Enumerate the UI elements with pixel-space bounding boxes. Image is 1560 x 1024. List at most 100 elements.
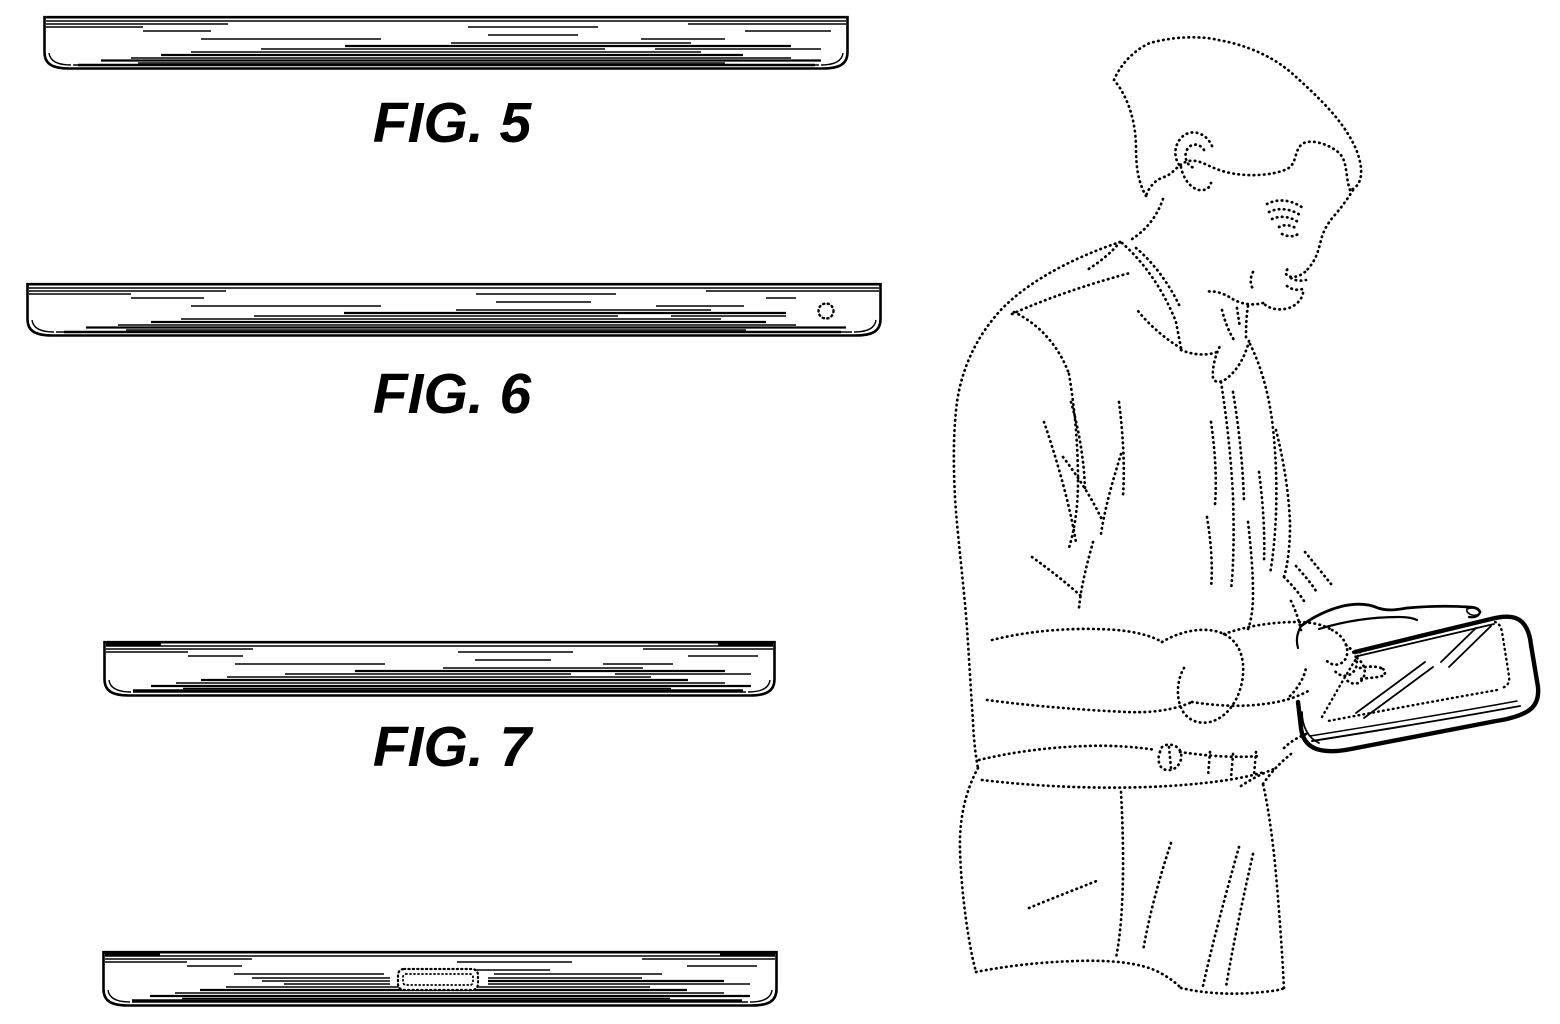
collar-flap-edge xyxy=(1136,309,1183,350)
leg-right-edge xyxy=(1261,782,1286,990)
screen-reflection-1 xyxy=(1448,625,1492,668)
fig8-device-drawing xyxy=(102,950,778,1007)
fig5-label: FIG. 5 xyxy=(372,91,532,155)
screen-right-edge xyxy=(1493,620,1511,690)
belt-loop-2 xyxy=(1229,752,1235,780)
near-finger-1 xyxy=(1324,628,1349,666)
dock-connector-icon xyxy=(396,967,480,992)
fingernail xyxy=(1465,607,1481,617)
near-hand-back xyxy=(1222,620,1334,636)
tablet-bottom-edge-line-2 xyxy=(1309,700,1518,737)
sleeve-inner xyxy=(1067,372,1080,550)
corner-fold xyxy=(1282,731,1311,750)
belt-buckle xyxy=(1157,743,1183,772)
back-outline xyxy=(952,240,1122,770)
tablet-bottom-edge-line xyxy=(1311,705,1521,742)
eyebrow xyxy=(1265,199,1305,210)
hand-wrist xyxy=(1295,624,1303,650)
forearm-top xyxy=(990,627,1164,644)
far-cuff-fold-1 xyxy=(1282,575,1306,603)
shirt-hem xyxy=(977,744,1158,762)
near-finger-3 xyxy=(1343,656,1367,685)
hip-outline xyxy=(958,766,980,974)
screen-reflection-2 xyxy=(1440,627,1477,663)
fold-v2 xyxy=(1099,452,1123,536)
front-edge xyxy=(1248,342,1278,576)
far-sleeve-front xyxy=(1245,520,1255,634)
collar-right-flap xyxy=(1211,339,1251,384)
headphone-jack-icon xyxy=(817,302,835,320)
shoulder-seam xyxy=(1085,240,1122,272)
corner-detail xyxy=(749,989,773,1003)
placket xyxy=(1219,380,1235,592)
collar-flap-outer xyxy=(1120,241,1183,350)
eyebrow-lower xyxy=(1267,207,1302,217)
armhole-seam xyxy=(1012,310,1071,376)
belt-bottom xyxy=(980,770,1266,789)
leg-fold-2 xyxy=(1224,852,1255,989)
screen-reflection-4 xyxy=(1363,666,1434,719)
back-yoke-seam xyxy=(1010,271,1132,316)
chest-fold-2 xyxy=(1205,515,1214,590)
corner-detail xyxy=(820,52,844,66)
tablet-outline xyxy=(1295,614,1541,754)
ear-outline xyxy=(1174,131,1214,169)
fold-3 xyxy=(1117,400,1126,498)
fig6-label: FIG. 6 xyxy=(372,362,532,426)
elbow-fold-2 xyxy=(1077,540,1095,610)
face-profile xyxy=(1303,188,1355,274)
lower-lip xyxy=(1285,284,1307,292)
corner-detail xyxy=(31,319,55,333)
corner-detail xyxy=(108,679,132,693)
belt-top xyxy=(1178,750,1261,759)
device-outline xyxy=(102,950,778,1007)
thumb xyxy=(1288,666,1308,698)
jaw xyxy=(1204,290,1265,306)
index-finger-bottom xyxy=(1357,674,1384,681)
hairline xyxy=(1144,140,1352,198)
index-finger-tip xyxy=(1380,667,1387,678)
device-outline xyxy=(103,640,776,697)
placket-2 xyxy=(1231,390,1246,504)
neck-back xyxy=(1127,197,1165,243)
screen-bottom-edge xyxy=(1326,688,1499,723)
far-sleeve-fold xyxy=(1257,470,1266,562)
cheek-crease xyxy=(1249,270,1255,291)
fig6-device-drawing xyxy=(26,282,882,337)
leg-crease xyxy=(1114,790,1125,960)
tablet-corner-line xyxy=(1301,711,1320,744)
cuff-blob xyxy=(1160,628,1245,725)
ear-inner xyxy=(1184,143,1206,170)
fig7-label: FIG. 7 xyxy=(372,715,532,779)
surface-shading-lines xyxy=(106,643,773,692)
person-using-tablet-drawing xyxy=(952,35,1541,995)
pocket-line xyxy=(1239,766,1279,788)
chest-fold-1 xyxy=(1209,420,1218,506)
far-cuff-edge xyxy=(1289,599,1303,632)
far-cuff-fold-3 xyxy=(1303,550,1333,586)
ear-lobe xyxy=(1179,165,1213,192)
surface-shading-lines xyxy=(29,290,879,334)
device-outline xyxy=(43,15,849,70)
near-hand-bottom xyxy=(1190,688,1312,708)
upper-lip xyxy=(1289,276,1308,282)
hand-top-contour xyxy=(1299,602,1482,628)
fig5-device-drawing xyxy=(43,15,849,70)
far-cuff-fold-2 xyxy=(1294,564,1318,593)
leg-fold-left xyxy=(1027,878,1101,910)
index-finger-top xyxy=(1358,665,1385,671)
hair-outline xyxy=(1112,35,1363,198)
corner-detail xyxy=(853,319,877,333)
leg-fold-3 xyxy=(1141,841,1173,953)
neck-front xyxy=(1244,304,1250,342)
hand-crease xyxy=(1317,615,1419,631)
chin xyxy=(1261,291,1305,311)
belt-loop-1 xyxy=(1206,750,1212,778)
screen-left-edge xyxy=(1320,649,1363,719)
corner-detail xyxy=(48,52,72,66)
belt-loop-3 xyxy=(1252,750,1258,777)
collar-band xyxy=(1179,348,1219,356)
device-outline xyxy=(26,282,882,337)
throat-line xyxy=(1220,308,1236,342)
